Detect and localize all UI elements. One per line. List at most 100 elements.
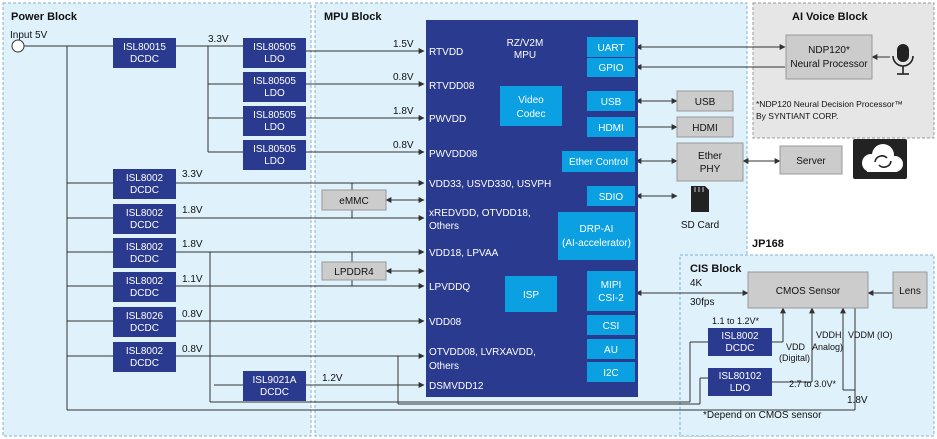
mpu-block-title: MPU Block bbox=[324, 11, 382, 23]
svg-text:Video: Video bbox=[518, 95, 544, 106]
svg-text:GPIO: GPIO bbox=[598, 63, 623, 74]
block-au: AU bbox=[587, 339, 635, 359]
svg-text:CSI-2: CSI-2 bbox=[598, 293, 624, 304]
svg-text:UART: UART bbox=[597, 43, 624, 54]
dcdc-2: ISL8002 DCDC bbox=[113, 204, 176, 234]
ldo-3: ISL80505 LDO bbox=[243, 106, 306, 136]
svg-text:DCDC: DCDC bbox=[130, 288, 159, 299]
svg-text:CMOS Sensor: CMOS Sensor bbox=[776, 286, 841, 297]
svg-text:LDO: LDO bbox=[264, 54, 285, 65]
svg-text:Server: Server bbox=[796, 156, 826, 167]
svg-text:SDIO: SDIO bbox=[599, 192, 624, 203]
ldo1-out-label: 1.5V bbox=[393, 39, 414, 50]
rail-vdd33: VDD33, USVD330, USVPH bbox=[429, 179, 551, 190]
svg-text:LDO: LDO bbox=[264, 88, 285, 99]
svg-text:eMMC: eMMC bbox=[339, 196, 368, 207]
svg-text:(AI-accelerator): (AI-accelerator) bbox=[562, 238, 631, 249]
svg-text:ISL8002: ISL8002 bbox=[126, 346, 164, 357]
rail-others-1: Others bbox=[429, 221, 459, 232]
dcdc5-out-label: 0.8V bbox=[182, 309, 203, 320]
cloud-sync-icon bbox=[853, 139, 907, 179]
block-hdmi: HDMI bbox=[587, 117, 635, 137]
block-drp-ai: DRP-AI (AI-accelerator) bbox=[558, 212, 635, 260]
cis-vddh-analog-label: Analog) bbox=[812, 342, 843, 352]
input-5v-terminal bbox=[11, 39, 25, 53]
svg-text:ISL80505: ISL80505 bbox=[253, 42, 296, 53]
rail-otvdd08: OTVDD08, LVRXAVDD, bbox=[429, 347, 536, 358]
ldo-2: ISL80505 LDO bbox=[243, 72, 306, 102]
rail-pwvdd08: PWVDD08 bbox=[429, 149, 478, 160]
usb-connector-box: USB bbox=[676, 90, 734, 112]
svg-text:ISL8002: ISL8002 bbox=[126, 242, 164, 253]
lens-box: Lens bbox=[892, 271, 928, 309]
svg-text:DCDC: DCDC bbox=[130, 323, 159, 334]
mpu-rail-labels: RTVDD RTVDD08 PWVDD PWVDD08 VDD33, USVD3… bbox=[429, 47, 551, 392]
block-mipi-csi2: MIPI CSI-2 bbox=[587, 271, 635, 311]
svg-text:NDP120*: NDP120* bbox=[808, 45, 850, 56]
isl80015-dcdc: ISL80015 DCDC bbox=[113, 38, 176, 68]
cis-isl80102-ldo: ISL80102 LDO bbox=[708, 368, 772, 396]
svg-text:MIPI: MIPI bbox=[601, 280, 622, 291]
cis-note: *Depend on CMOS sensor bbox=[703, 410, 822, 421]
svg-text:LDO: LDO bbox=[264, 156, 285, 167]
svg-text:DCDC: DCDC bbox=[260, 387, 289, 398]
svg-text:USB: USB bbox=[695, 97, 716, 108]
svg-text:ISL80102: ISL80102 bbox=[719, 371, 762, 382]
svg-text:Lens: Lens bbox=[899, 286, 921, 297]
ldo3-out-label: 1.8V bbox=[393, 106, 414, 117]
power-block-title: Power Block bbox=[11, 11, 78, 23]
rail-lpvddq: LPVDDQ bbox=[429, 282, 470, 293]
svg-text:DCDC: DCDC bbox=[726, 343, 755, 354]
cis-isl8002-dcdc: ISL8002 DCDC bbox=[708, 328, 772, 356]
mipi-4k-label: 4K bbox=[690, 278, 703, 289]
svg-text:ISL9021A: ISL9021A bbox=[253, 375, 297, 386]
cmos-sensor-box: CMOS Sensor bbox=[747, 271, 869, 309]
hdmi-connector-box: HDMI bbox=[676, 116, 734, 138]
svg-text:DCDC: DCDC bbox=[130, 185, 159, 196]
cis-vddh-label: VDDH bbox=[816, 330, 842, 340]
svg-text:Ether: Ether bbox=[698, 151, 723, 162]
svg-text:ISL80505: ISL80505 bbox=[253, 76, 296, 87]
cis-v27-30-label: 2.7 to 3.0V* bbox=[789, 379, 837, 389]
ndp-note-line2: By SYNTIANT CORP. bbox=[756, 111, 838, 121]
input-5v-label: Input 5V bbox=[10, 30, 48, 41]
svg-text:DCDC: DCDC bbox=[130, 254, 159, 265]
server-box: Server bbox=[779, 145, 843, 175]
svg-text:ISL8002: ISL8002 bbox=[126, 276, 164, 287]
dcdc-5: ISL8026 DCDC bbox=[113, 307, 176, 337]
block-isp: ISP bbox=[505, 276, 557, 312]
block-ether-control: Ether Control bbox=[562, 151, 635, 172]
rail-dsmvdd12: DSMVDD12 bbox=[429, 381, 484, 392]
cis-vdd-label: VDD bbox=[786, 342, 806, 352]
lpddr4-box: LPDDR4 bbox=[321, 261, 387, 281]
cis-v18-label: 1.8V bbox=[847, 395, 868, 406]
svg-text:DRP-AI: DRP-AI bbox=[580, 224, 614, 235]
v33-top-label: 3.3V bbox=[208, 34, 229, 45]
svg-text:LPDDR4: LPDDR4 bbox=[334, 267, 374, 278]
svg-text:ISL8002: ISL8002 bbox=[126, 208, 164, 219]
rail-rtvdd08: RTVDD08 bbox=[429, 81, 475, 92]
block-gpio: GPIO bbox=[587, 58, 635, 77]
cis-vdd-digital-label: (Digital) bbox=[779, 353, 810, 363]
block-usb: USB bbox=[587, 91, 635, 111]
dcdc-6: ISL8002 DCDC bbox=[113, 342, 176, 372]
dcdc4-out-label: 1.1V bbox=[182, 274, 203, 285]
svg-text:USB: USB bbox=[601, 97, 622, 108]
wiring bbox=[24, 44, 893, 411]
dcdc3-out-label: 1.8V bbox=[182, 239, 203, 250]
svg-text:Ether Control: Ether Control bbox=[569, 157, 628, 168]
ether-phy-box: Ether PHY bbox=[676, 142, 744, 182]
ndp-note-line1: *NDP120 Neural Decision Processor™ bbox=[756, 99, 903, 109]
svg-text:Codec: Codec bbox=[517, 109, 546, 120]
rail-vdd18: VDD18, LPVAA bbox=[429, 248, 499, 259]
rail-vdd08: VDD08 bbox=[429, 317, 462, 328]
rail-xredvdd: xREDVDD, OTVDD18, bbox=[429, 208, 531, 219]
ai-voice-block-title: AI Voice Block bbox=[792, 11, 868, 23]
svg-text:DCDC: DCDC bbox=[130, 220, 159, 231]
microphone-icon bbox=[892, 44, 914, 75]
svg-text:LDO: LDO bbox=[264, 122, 285, 133]
svg-text:ISL8002: ISL8002 bbox=[721, 331, 759, 342]
ndp120-box: NDP120* Neural Processor bbox=[785, 34, 873, 80]
svg-text:PHY: PHY bbox=[700, 164, 721, 175]
